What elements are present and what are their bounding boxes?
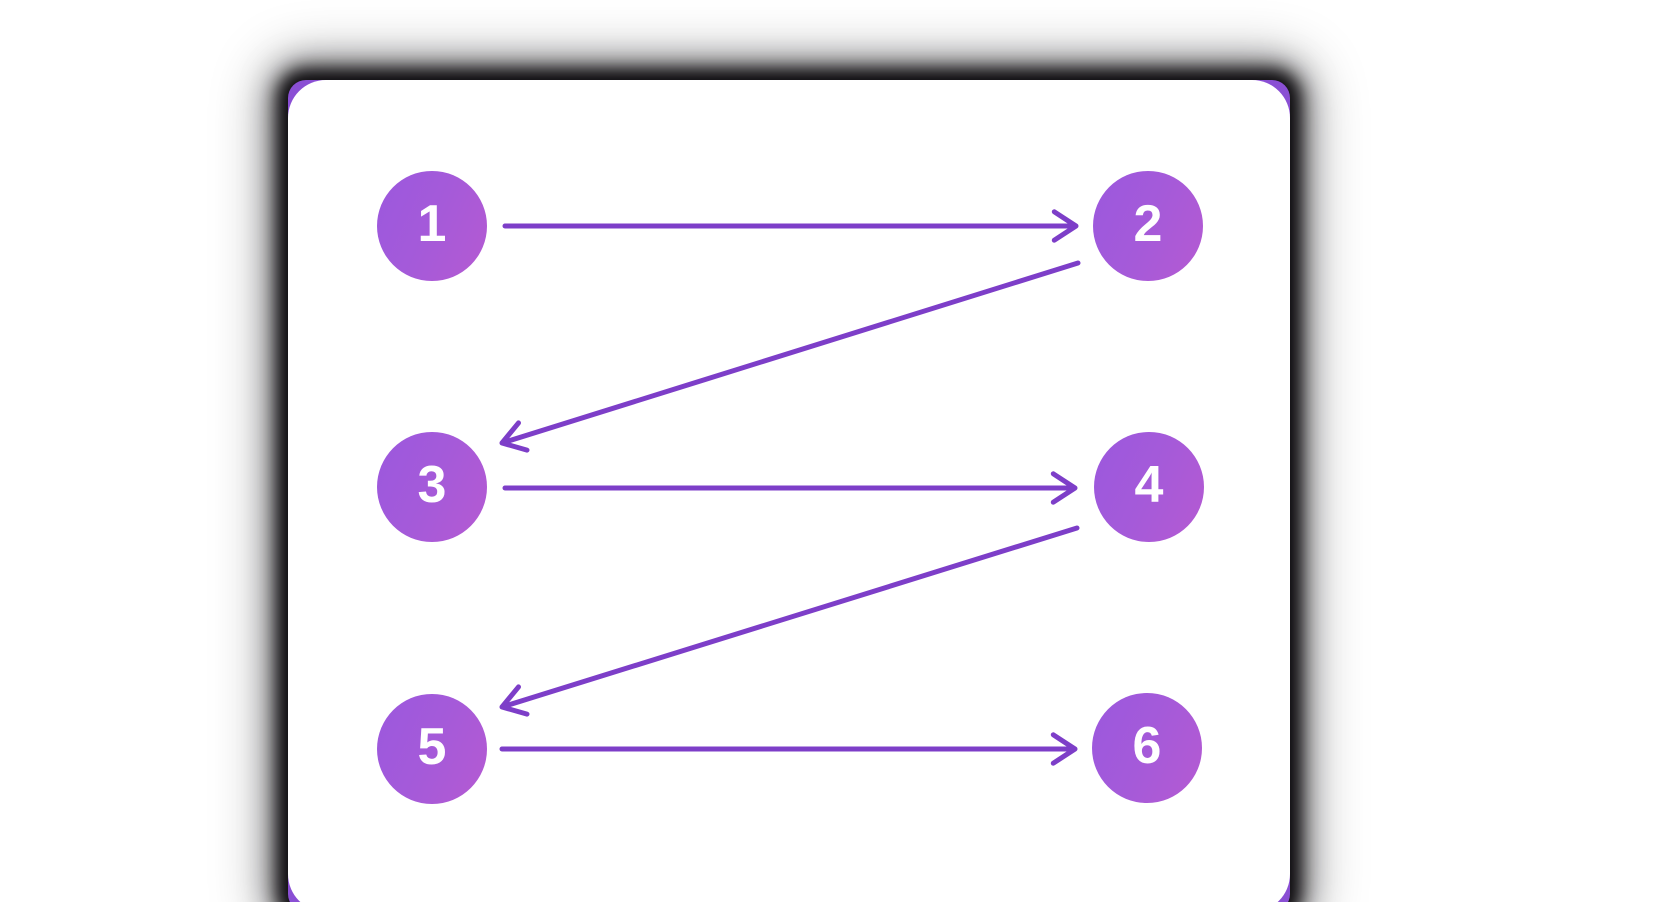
flow-node-6: 6 bbox=[1092, 693, 1202, 803]
node-label: 3 bbox=[417, 456, 447, 514]
node-label: 2 bbox=[1133, 195, 1163, 253]
flow-node-2: 2 bbox=[1093, 171, 1203, 281]
flow-node-4: 4 bbox=[1094, 432, 1204, 542]
flow-node-5: 5 bbox=[377, 694, 487, 804]
flow-node-1: 1 bbox=[377, 171, 487, 281]
flow-node-3: 3 bbox=[377, 432, 487, 542]
node-label: 1 bbox=[417, 195, 447, 253]
node-label: 5 bbox=[417, 718, 447, 776]
node-label: 4 bbox=[1134, 456, 1164, 514]
node-label: 6 bbox=[1132, 717, 1162, 775]
